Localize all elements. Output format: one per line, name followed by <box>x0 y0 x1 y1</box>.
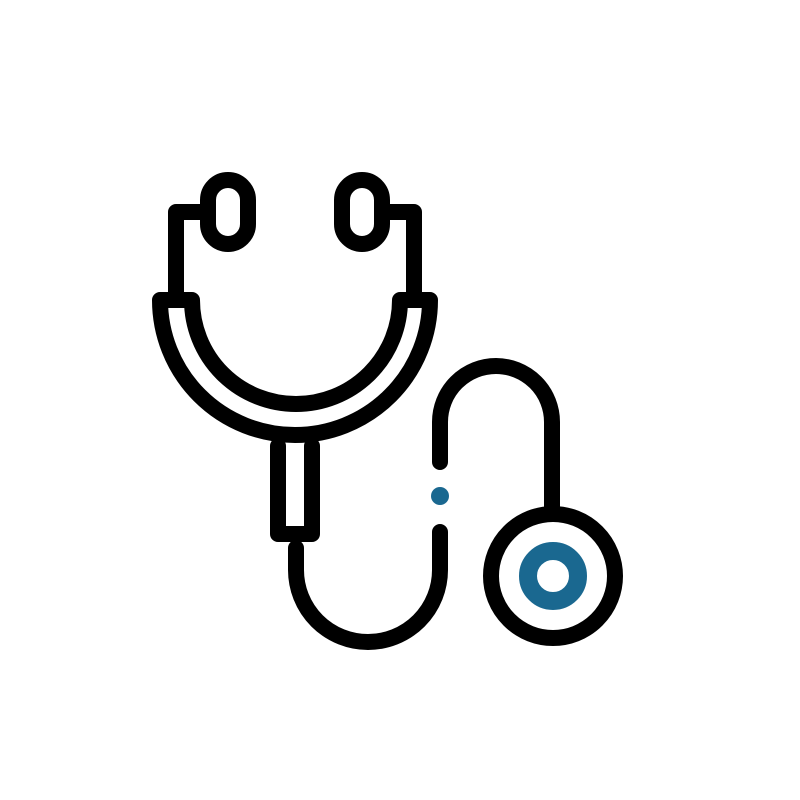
right-ear-tube <box>374 204 422 308</box>
lower-tube <box>288 524 448 650</box>
chest-piece <box>483 506 623 646</box>
headset-band <box>152 292 438 443</box>
diaphragm-ring <box>519 542 587 610</box>
accent-dot <box>431 487 449 505</box>
upper-tube <box>432 358 560 520</box>
tube-connector <box>270 438 320 542</box>
left-ear-tube <box>168 204 216 308</box>
